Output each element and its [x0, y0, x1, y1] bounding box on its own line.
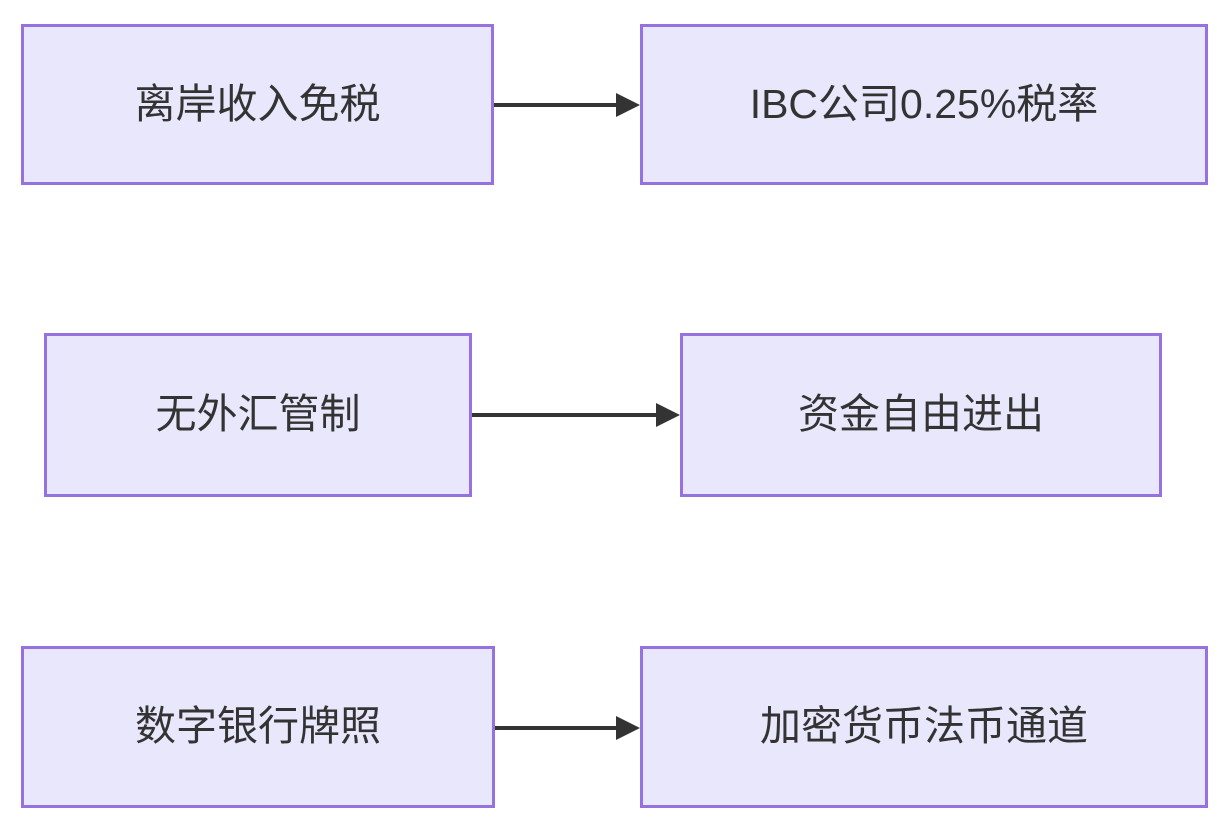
arrowhead-icon	[656, 403, 680, 427]
edge-arrow-offshore-to-ibc	[494, 93, 640, 117]
node-ibc-tax-rate[interactable]: IBC公司0.25%税率	[640, 24, 1208, 185]
node-label: 资金自由进出	[798, 391, 1044, 438]
arrowhead-icon	[616, 716, 640, 740]
node-digital-bank-license[interactable]: 数字银行牌照	[21, 646, 495, 808]
node-label: IBC公司0.25%税率	[749, 80, 1099, 127]
node-free-capital-flow[interactable]: 资金自由进出	[680, 333, 1162, 497]
node-label: 数字银行牌照	[135, 703, 381, 750]
edge-arrow-forex-to-capital	[472, 403, 680, 427]
arrowhead-icon	[616, 93, 640, 117]
node-label: 无外汇管制	[155, 391, 361, 438]
node-label: 离岸收入免税	[134, 80, 381, 127]
node-offshore-tax-exemption[interactable]: 离岸收入免税	[21, 24, 494, 185]
node-crypto-fiat-gateway[interactable]: 加密货币法币通道	[640, 646, 1208, 808]
node-label: 加密货币法币通道	[760, 703, 1088, 750]
node-no-forex-control[interactable]: 无外汇管制	[44, 333, 472, 497]
edge-arrow-bank-to-crypto	[495, 716, 640, 740]
